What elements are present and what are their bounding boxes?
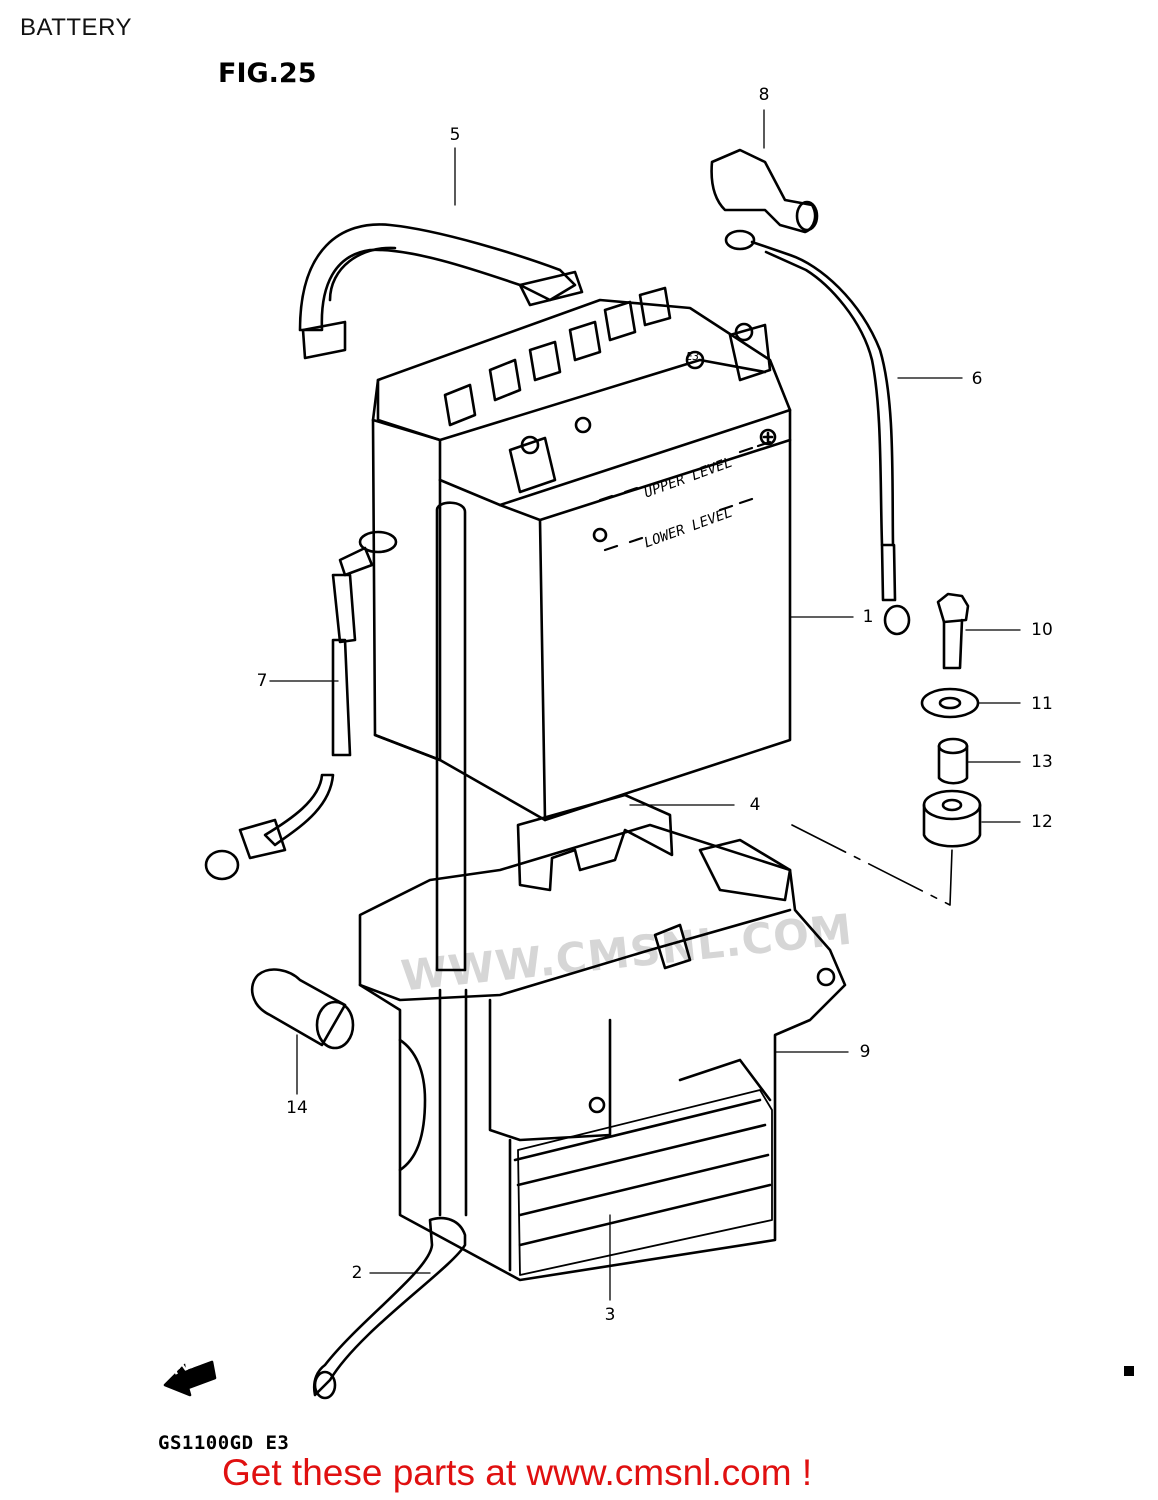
spacer-part-13 (937, 737, 969, 785)
callout-8: 8 (758, 85, 770, 105)
callout-4: 4 (749, 795, 761, 815)
callout-9: 9 (859, 1042, 871, 1062)
washer-part-11 (920, 687, 980, 719)
terminal-cover-part-8 (710, 148, 819, 234)
page-title: BATTERY (20, 14, 132, 41)
callout-12: 12 (1031, 812, 1053, 832)
callout-11: 11 (1031, 694, 1053, 714)
fwd-arrow-icon (163, 1360, 217, 1397)
battery-badge: E3 (686, 350, 700, 363)
battery-pad-part-4 (516, 793, 792, 902)
assembly-dashed-line (791, 824, 953, 906)
corner-mark (1124, 1366, 1134, 1376)
bolt-part-10 (936, 592, 970, 670)
callout-2: 2 (351, 1263, 363, 1283)
leader-lines (269, 109, 1021, 1301)
battery-part-1 (371, 286, 792, 822)
collar-part-14 (250, 968, 355, 1050)
hose-part-2 (312, 1216, 467, 1400)
get-parts-link[interactable]: Get these parts at www.cmsnl.com ! (222, 1452, 813, 1493)
callout-14: 14 (286, 1098, 308, 1118)
figure-label: FIG.25 (218, 58, 317, 89)
callout-13: 13 (1031, 752, 1053, 772)
grommet-part-12 (922, 789, 982, 848)
battery-holder-part-9 (358, 823, 847, 1282)
battery-strap-part-5 (298, 223, 584, 360)
cable-part-6 (724, 229, 911, 636)
callout-5: 5 (449, 125, 461, 145)
cable-part-7 (204, 530, 398, 881)
vent-tube (435, 501, 468, 1217)
rubber-tray-part-3 (517, 1089, 773, 1276)
model-code: GS1100GD E3 (158, 1432, 290, 1454)
callout-3: 3 (604, 1305, 616, 1325)
callout-7: 7 (256, 671, 268, 691)
callout-6: 6 (971, 369, 983, 389)
callout-10: 10 (1031, 620, 1053, 640)
callout-1: 1 (862, 607, 874, 627)
